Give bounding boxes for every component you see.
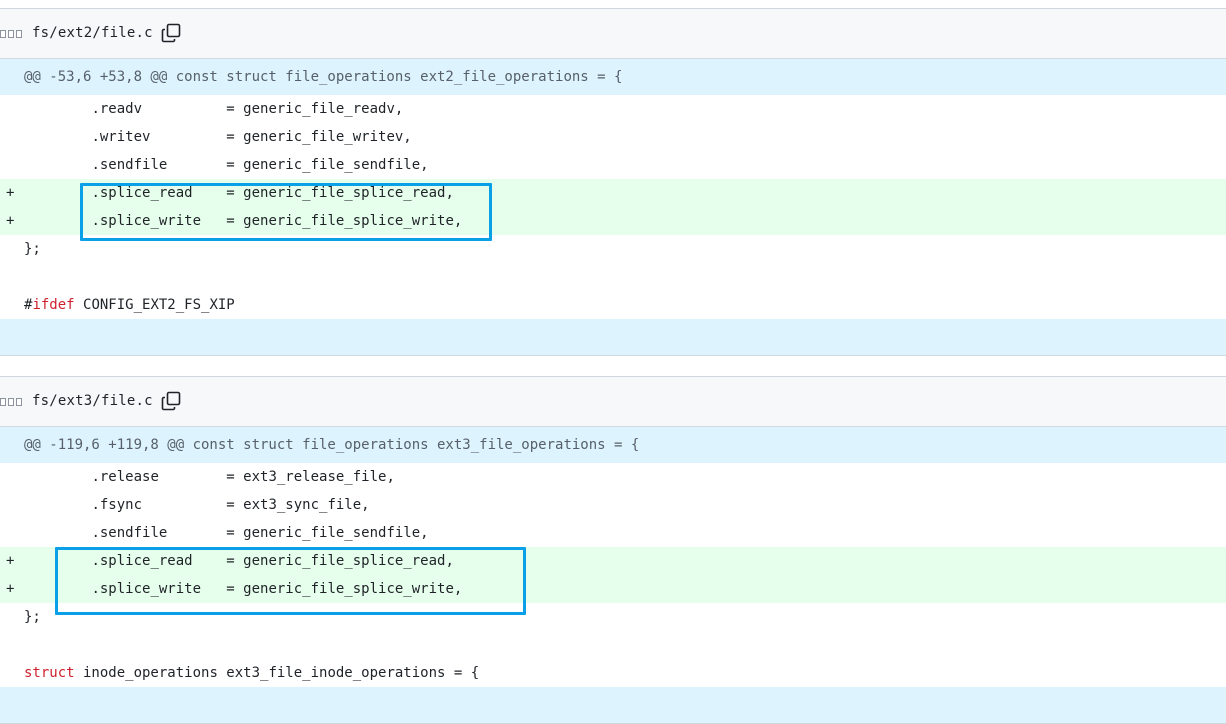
indent [24,581,91,597]
code-line: }; [0,235,1226,263]
code-text: .fsync = ext3_sync_file, [91,497,370,513]
indent [24,157,91,173]
diff-marker: + [6,185,15,201]
added-line: + .splice_read = generic_file_splice_rea… [0,547,1226,575]
code-line: .sendfile = generic_file_sendfile, [0,519,1226,547]
code-text: .release = ext3_release_file, [91,469,395,485]
code-text: inode_operations ext3_file_inode_operati… [74,665,480,681]
expand-hunk-bar[interactable] [0,687,1226,723]
indent [24,101,91,117]
code-text: CONFIG_EXT2_FS_XIP [74,297,235,313]
file-diff-ext2: fs/ext2/file.c @@ -53,6 +53,8 @@ const s… [0,8,1226,356]
code-text: .writev = generic_file_writev, [91,129,412,145]
code-text: .splice_read = generic_file_splice_read, [91,185,454,201]
code-line: .fsync = ext3_sync_file, [0,491,1226,519]
keyword: struct [24,665,75,681]
indent [24,129,91,145]
code-line: }; [0,603,1226,631]
diff-marker: + [6,553,15,569]
indent [24,553,91,569]
indent [24,497,91,513]
code-line: .sendfile = generic_file_sendfile, [0,151,1226,179]
file-path[interactable]: fs/ext2/file.c [32,25,153,41]
indent [24,185,91,201]
file-diff-ext3: fs/ext3/file.c @@ -119,6 +119,8 @@ const… [0,376,1226,724]
copy-icon[interactable] [161,23,181,43]
code-line: .release = ext3_release_file, [0,463,1226,491]
file-header: fs/ext2/file.c [0,9,1226,59]
indent [24,469,91,485]
expand-hunk-bar[interactable] [0,319,1226,355]
added-line: + .splice_read = generic_file_splice_rea… [0,179,1226,207]
code-line [0,631,1226,659]
added-line: + .splice_write = generic_file_splice_wr… [0,575,1226,603]
code-text: }; [24,609,41,625]
diff-marker: + [6,581,15,597]
hunk-header[interactable]: @@ -119,6 +119,8 @@ const struct file_op… [0,427,1226,463]
code-line: struct inode_operations ext3_file_inode_… [0,659,1226,687]
copy-icon[interactable] [161,391,181,411]
code-text: .splice_write = generic_file_splice_writ… [91,581,463,597]
expand-icon[interactable] [0,398,24,408]
code-text: }; [24,241,41,257]
diff-marker: + [6,213,15,229]
code-lines: .readv = generic_file_readv, .writev = g… [0,95,1226,319]
indent [24,213,91,229]
expand-icon[interactable] [0,30,24,40]
indent [24,525,91,541]
code-text: .readv = generic_file_readv, [91,101,404,117]
code-line: .readv = generic_file_readv, [0,95,1226,123]
code-line: #ifdef CONFIG_EXT2_FS_XIP [24,297,235,313]
code-text: .sendfile = generic_file_sendfile, [91,525,429,541]
code-text: .splice_read = generic_file_splice_read, [91,553,454,569]
code-line: .writev = generic_file_writev, [0,123,1226,151]
file-header: fs/ext3/file.c [0,377,1226,427]
code-text: .sendfile = generic_file_sendfile, [91,157,429,173]
code-lines: .release = ext3_release_file, .fsync = e… [0,463,1226,687]
added-line: + .splice_write = generic_file_splice_wr… [0,207,1226,235]
code-line [0,263,1226,291]
hunk-header[interactable]: @@ -53,6 +53,8 @@ const struct file_oper… [0,59,1226,95]
code-text: .splice_write = generic_file_splice_writ… [91,213,463,229]
file-path[interactable]: fs/ext3/file.c [32,393,153,409]
keyword: ifdef [32,297,75,313]
